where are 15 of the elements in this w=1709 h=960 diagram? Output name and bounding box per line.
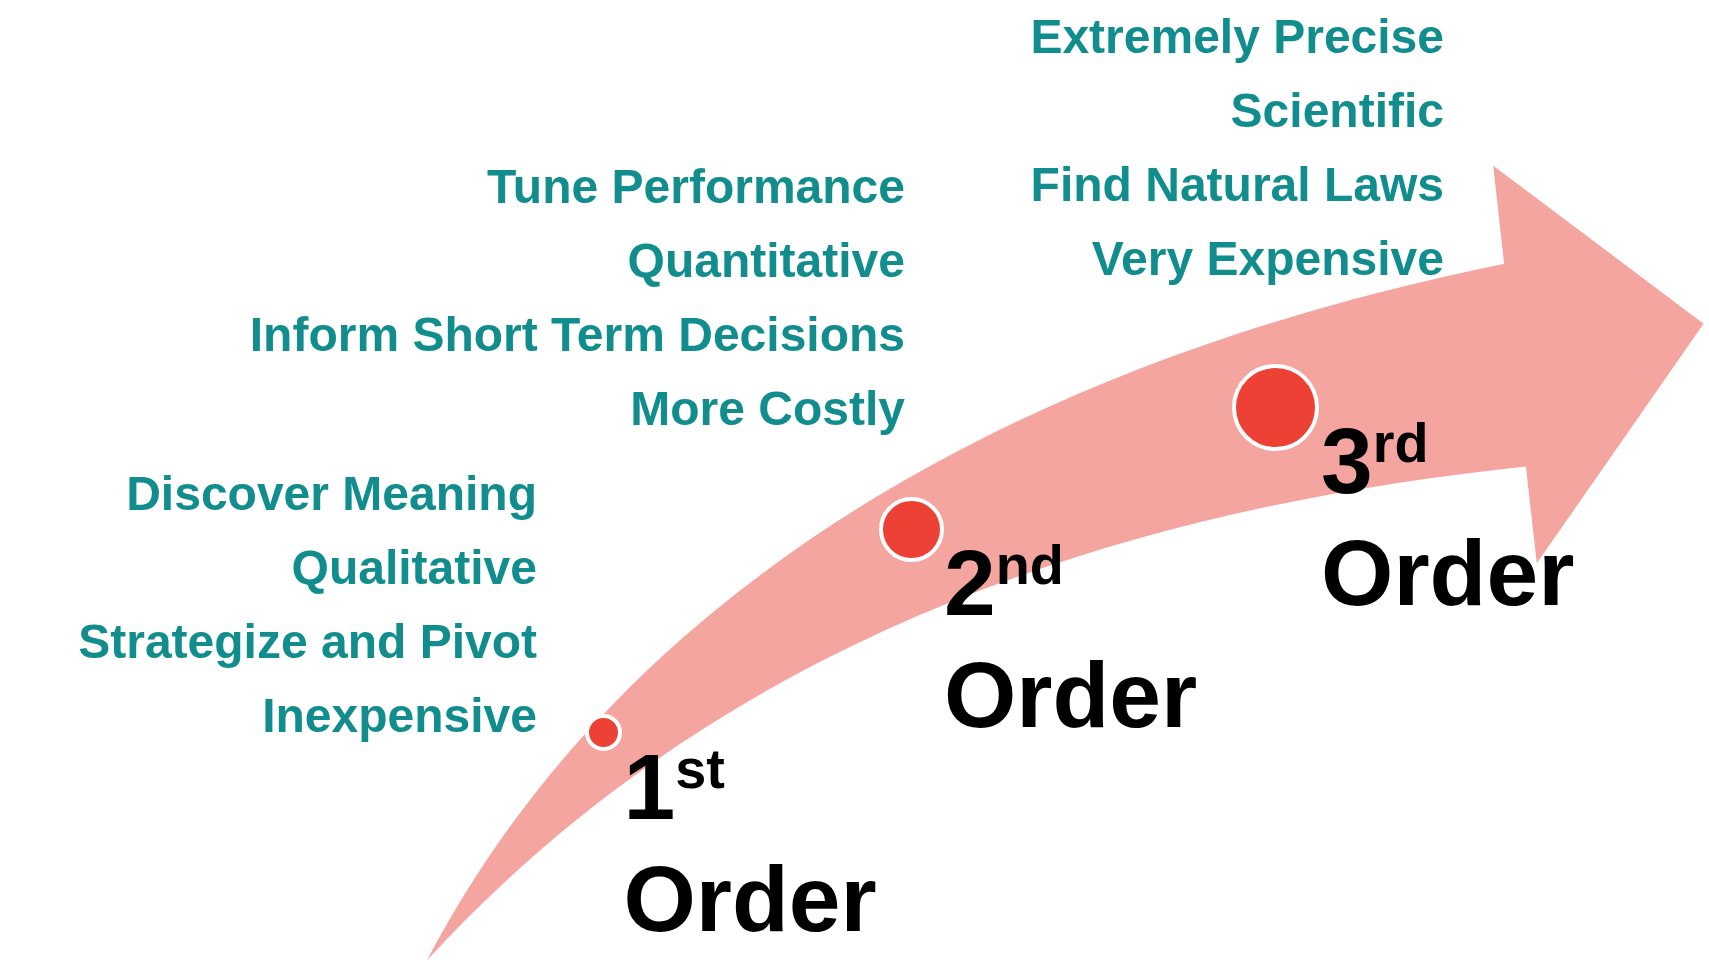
trait-text: Scientific (1230, 83, 1444, 139)
trait-text: More Costly (630, 381, 905, 437)
trait-text: Strategize and Pivot (78, 614, 537, 670)
trait-text: Inexpensive (262, 688, 537, 744)
trait-text: Very Expensive (1091, 231, 1444, 287)
trait-text: Find Natural Laws (1030, 157, 1444, 213)
trait-text: Extremely Precise (1030, 9, 1444, 65)
order-label: 1$^{st}$ Order (623, 734, 878, 953)
trait-text: Qualitative (291, 540, 537, 596)
trait-text: Tune Performance (487, 159, 905, 215)
order-label: 2$^{nd}$ Order (943, 530, 1199, 749)
order-label: 3$^{rd}$ Order (1321, 408, 1576, 627)
trait-text: Inform Short Term Decisions (249, 307, 905, 363)
trait-text: Quantitative (627, 233, 905, 289)
trait-text: Discover Meaning (126, 466, 537, 522)
